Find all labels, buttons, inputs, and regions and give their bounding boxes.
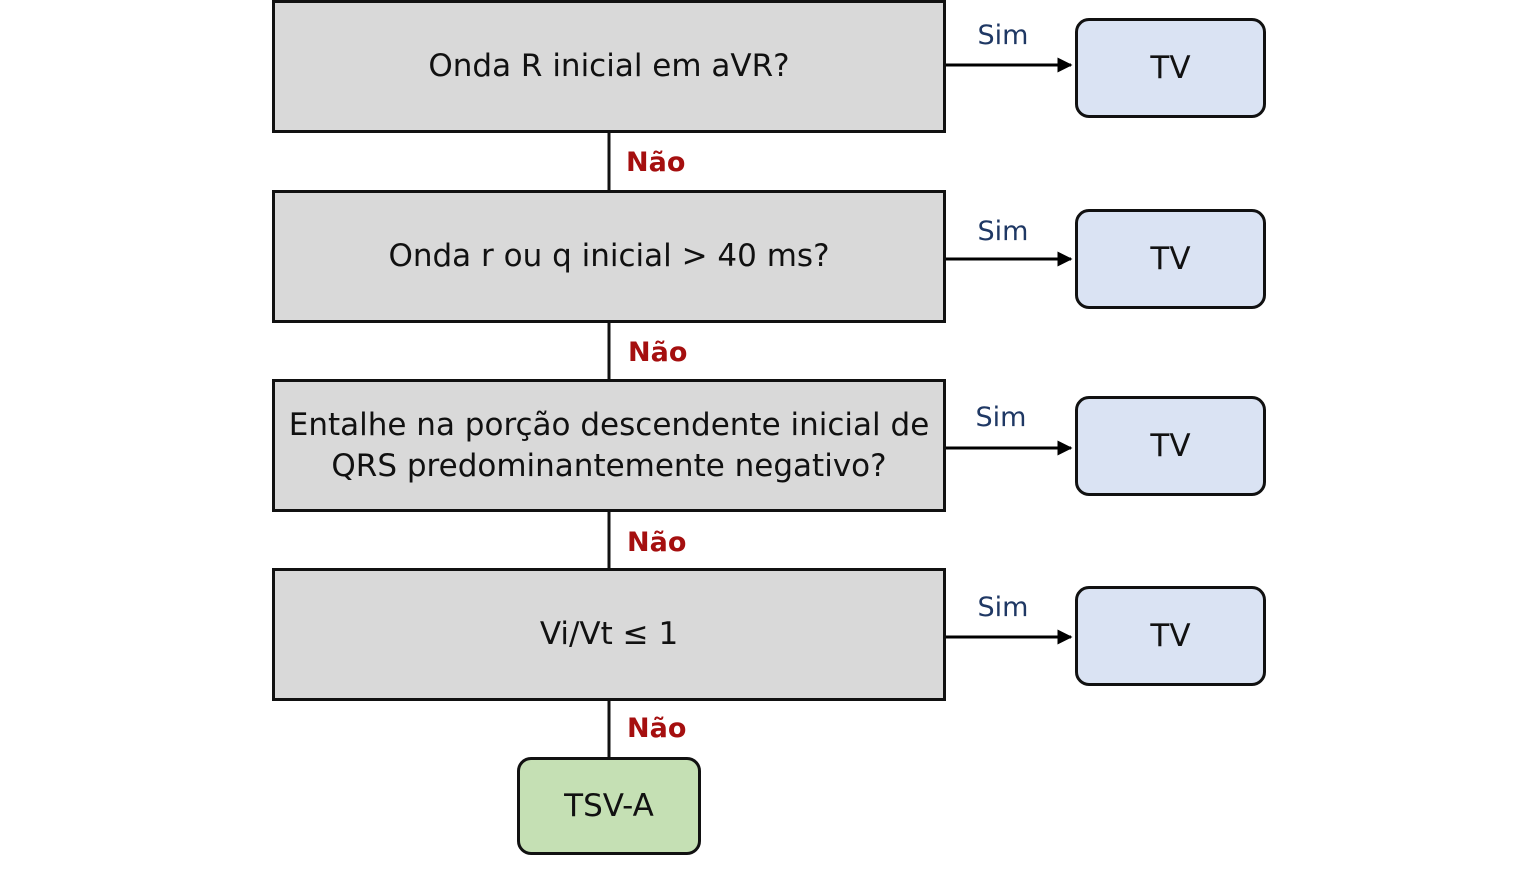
final-result-text: TSV-A (564, 788, 654, 824)
no-label-1: Não (626, 147, 686, 178)
question-box-2: Onda r ou q inicial > 40 ms? (272, 190, 946, 323)
no-label-3: Não (627, 527, 687, 558)
yes-label-4: Sim (977, 592, 1029, 623)
question-text-2: Onda r ou q inicial > 40 ms? (388, 238, 830, 274)
question-text-4: Vi/Vt ≤ 1 (539, 616, 679, 652)
question-box-1: Onda R inicial em aVR? (272, 0, 946, 133)
yes-label-3: Sim (975, 402, 1027, 433)
question-text-3: Entalhe na porção descendente inicial de… (288, 406, 930, 484)
yes-result-text-2: TV (1150, 241, 1191, 277)
yes-result-text-4: TV (1150, 618, 1191, 654)
yes-label-2: Sim (977, 216, 1029, 247)
no-label-2: Não (628, 337, 688, 368)
question-text-1: Onda R inicial em aVR? (428, 48, 790, 84)
yes-result-box-2: TV (1075, 209, 1266, 309)
yes-label-1: Sim (977, 20, 1029, 51)
question-box-3: Entalhe na porção descendente inicial de… (272, 379, 946, 512)
final-result-box: TSV-A (517, 757, 701, 855)
yes-result-box-1: TV (1075, 18, 1266, 118)
yes-result-text-1: TV (1150, 50, 1191, 86)
yes-result-text-3: TV (1150, 428, 1191, 464)
no-label-4: Não (627, 713, 687, 744)
yes-result-box-4: TV (1075, 586, 1266, 686)
question-box-4: Vi/Vt ≤ 1 (272, 568, 946, 701)
yes-result-box-3: TV (1075, 396, 1266, 496)
